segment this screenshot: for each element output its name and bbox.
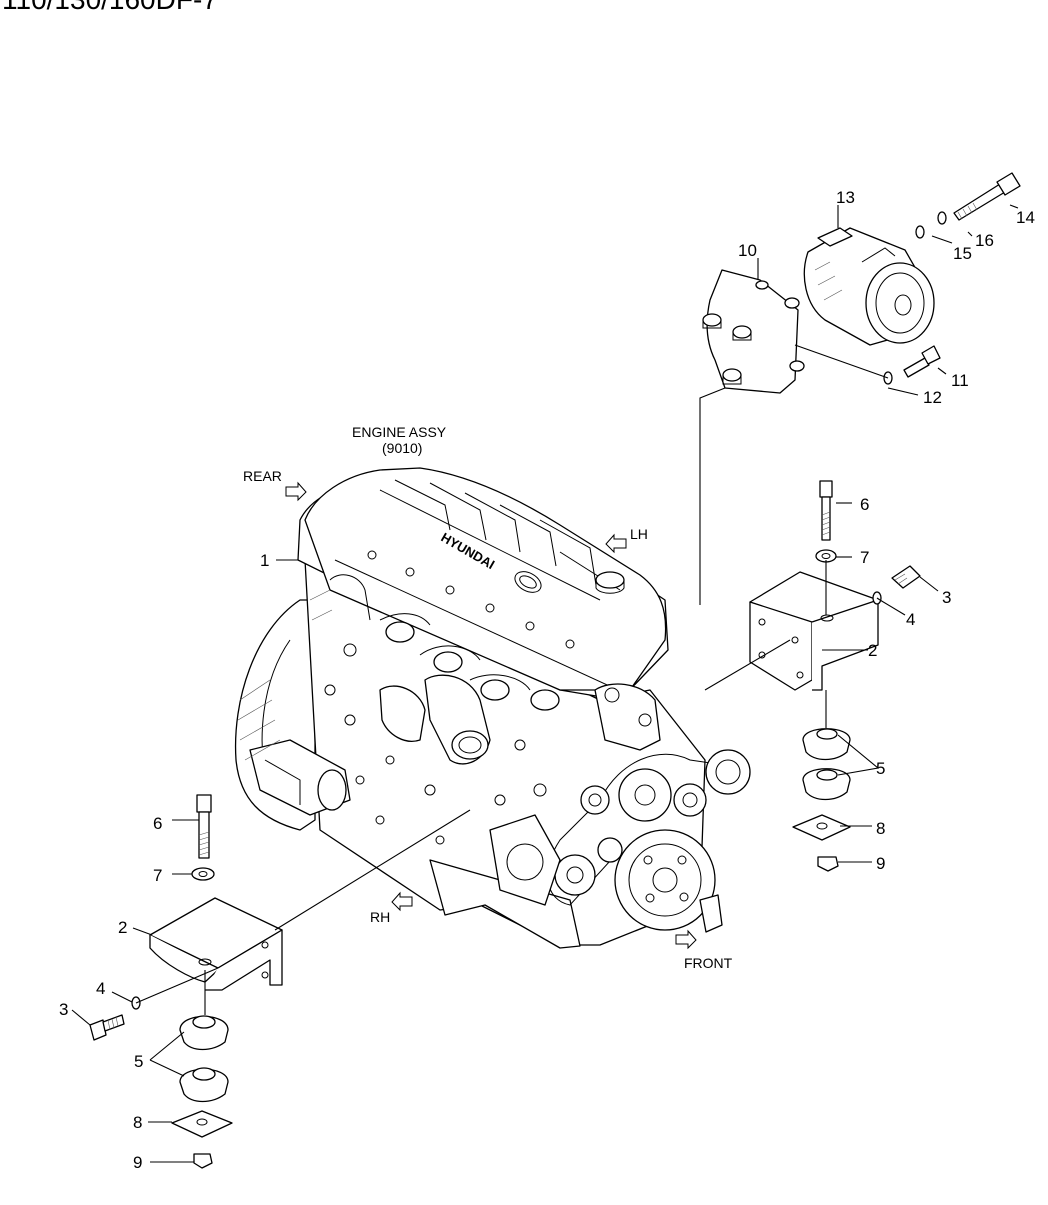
page-title: 110/130/160DF-7 — [2, 0, 218, 16]
callout-5-right: 5 — [876, 759, 885, 778]
callout-8-left: 8 — [133, 1113, 142, 1132]
engine-assembly: HYUNDAI — [234, 467, 751, 949]
callout-10: 10 — [738, 241, 757, 260]
lh-arrow-icon — [605, 533, 627, 554]
callout-7-left: 7 — [153, 866, 162, 885]
mount-hardware-right — [792, 480, 921, 872]
engine-mount-bracket-right — [749, 571, 879, 691]
callout-11: 11 — [951, 371, 969, 390]
callout-5-left: 5 — [134, 1052, 143, 1071]
rh-label: RH — [370, 909, 390, 925]
lh-label: LH — [630, 526, 648, 542]
rh-arrow-icon — [391, 891, 413, 912]
ac-compressor — [803, 227, 935, 346]
rear-label: REAR — [243, 468, 282, 484]
callout-16: 16 — [975, 231, 994, 250]
front-label: FRONT — [684, 955, 733, 971]
callout-6-right: 6 — [860, 495, 869, 514]
labels: ENGINE ASSY (9010) REAR LH RH FRONT 1 13… — [59, 188, 1035, 1172]
engine-assy-label: ENGINE ASSY — [352, 424, 447, 440]
callout-4-right: 4 — [906, 610, 915, 629]
engine-mount-bracket-left — [149, 897, 283, 991]
callout-8-right: 8 — [876, 819, 885, 838]
compressor-hardware — [883, 172, 1021, 385]
leader-lines — [71, 204, 1019, 1163]
rear-arrow-icon — [285, 481, 307, 502]
callout-3-right: 3 — [942, 588, 951, 607]
direction-arrows — [285, 481, 697, 950]
compressor-bracket — [702, 269, 805, 394]
engine-assy-ref: (9010) — [382, 440, 422, 456]
callout-9-left: 9 — [133, 1153, 142, 1172]
callout-9-right: 9 — [876, 854, 885, 873]
callout-1: 1 — [260, 551, 269, 570]
callout-13: 13 — [836, 188, 855, 207]
callout-14: 14 — [1016, 208, 1035, 227]
callout-4-left: 4 — [96, 979, 105, 998]
callout-3-left: 3 — [59, 1000, 68, 1019]
callout-2-left: 2 — [118, 918, 127, 937]
callout-2-right: 2 — [868, 641, 877, 660]
callout-12: 12 — [923, 388, 942, 407]
callout-6-left: 6 — [153, 814, 162, 833]
callout-7-right: 7 — [860, 548, 869, 567]
front-arrow-icon — [675, 929, 697, 950]
callout-15: 15 — [953, 244, 972, 263]
